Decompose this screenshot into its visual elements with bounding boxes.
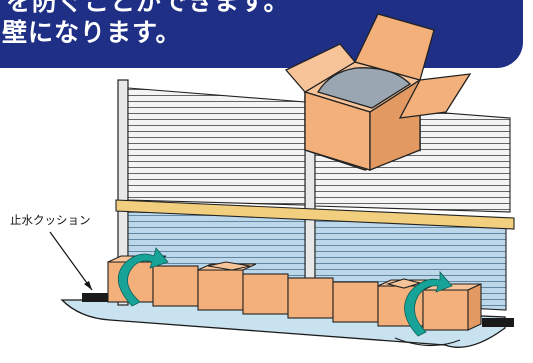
title-banner: を防ぐことができます。 壁になります。 [0,0,523,68]
open-cardboard-box [284,13,472,171]
curved-arrow-icon [118,247,169,307]
curved-arrow-icon [404,270,453,337]
box-barrier [107,255,482,331]
banner-line-1: を防ぐことができます。 [6,0,290,16]
shutter-panel-left [127,87,306,206]
seal-strip-left [82,293,114,302]
cushion-sheet [60,299,506,348]
banner-line-2: 壁になります。 [2,18,182,47]
horizontal-rail [115,199,515,230]
cushion-label: 止水クッション [10,213,91,227]
seal-strip-right [482,318,514,327]
leader-line-arrow [49,231,93,291]
